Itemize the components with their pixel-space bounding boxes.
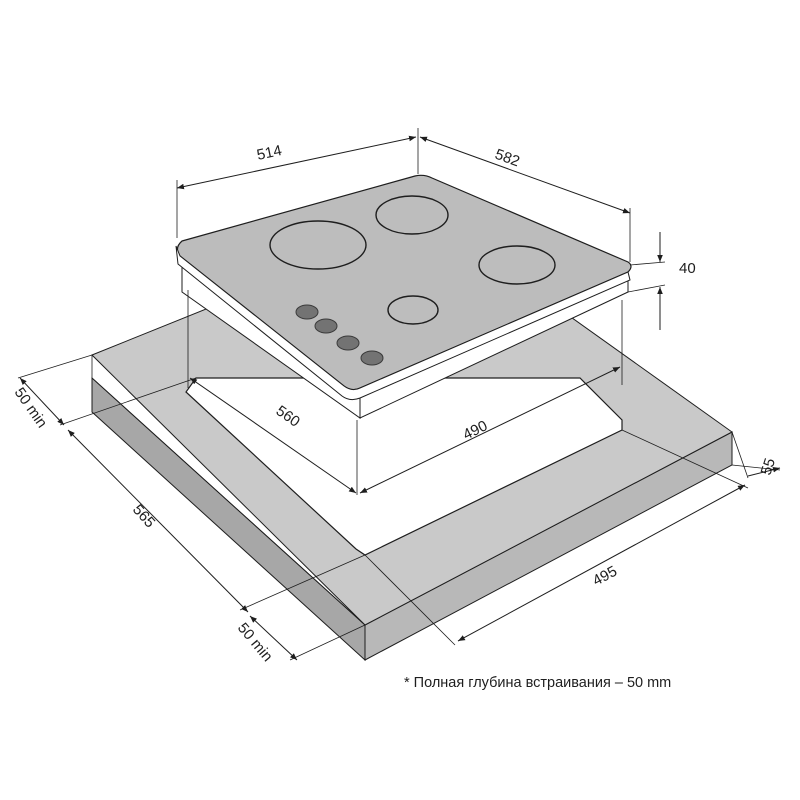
label-counter-depth: 565: [129, 501, 158, 531]
burner-front-right: [387, 295, 439, 325]
knob-4: [360, 350, 384, 366]
knob-3: [336, 335, 360, 351]
dim-line-hob-width: [176, 135, 417, 190]
knob-2: [314, 318, 338, 334]
dimension-lines: [19, 135, 781, 661]
label-hob-width: 514: [255, 142, 283, 164]
dim-line-left-margin-top: [19, 377, 65, 426]
dim-line-hob-depth: [419, 136, 631, 214]
burner-front-left: [269, 220, 367, 270]
dim-line-cutout-depth: [189, 377, 357, 494]
burner-back-left: [375, 195, 449, 235]
control-knobs: [295, 304, 384, 366]
installation-depth-note: * Полная глубина встраивания – 50 mm: [404, 675, 672, 691]
label-counter-thickness: 55: [758, 456, 779, 477]
dim-line-counter-thickness: [747, 466, 781, 477]
dim-line-counter-width: [457, 484, 746, 642]
dim-line-counter-depth: [67, 429, 249, 613]
dim-line-cutout-width: [359, 366, 621, 494]
knob-1: [295, 304, 319, 320]
label-left-margin-top: 50 min: [11, 385, 51, 432]
dim-line-left-margin-bottom: [249, 615, 298, 661]
burner-back-right: [478, 245, 556, 285]
label-hob-depth: 582: [493, 146, 522, 171]
extension-lines: [17, 128, 781, 661]
label-hob-height: 40: [679, 260, 696, 277]
label-left-margin-bottom: 50 min: [234, 620, 276, 665]
